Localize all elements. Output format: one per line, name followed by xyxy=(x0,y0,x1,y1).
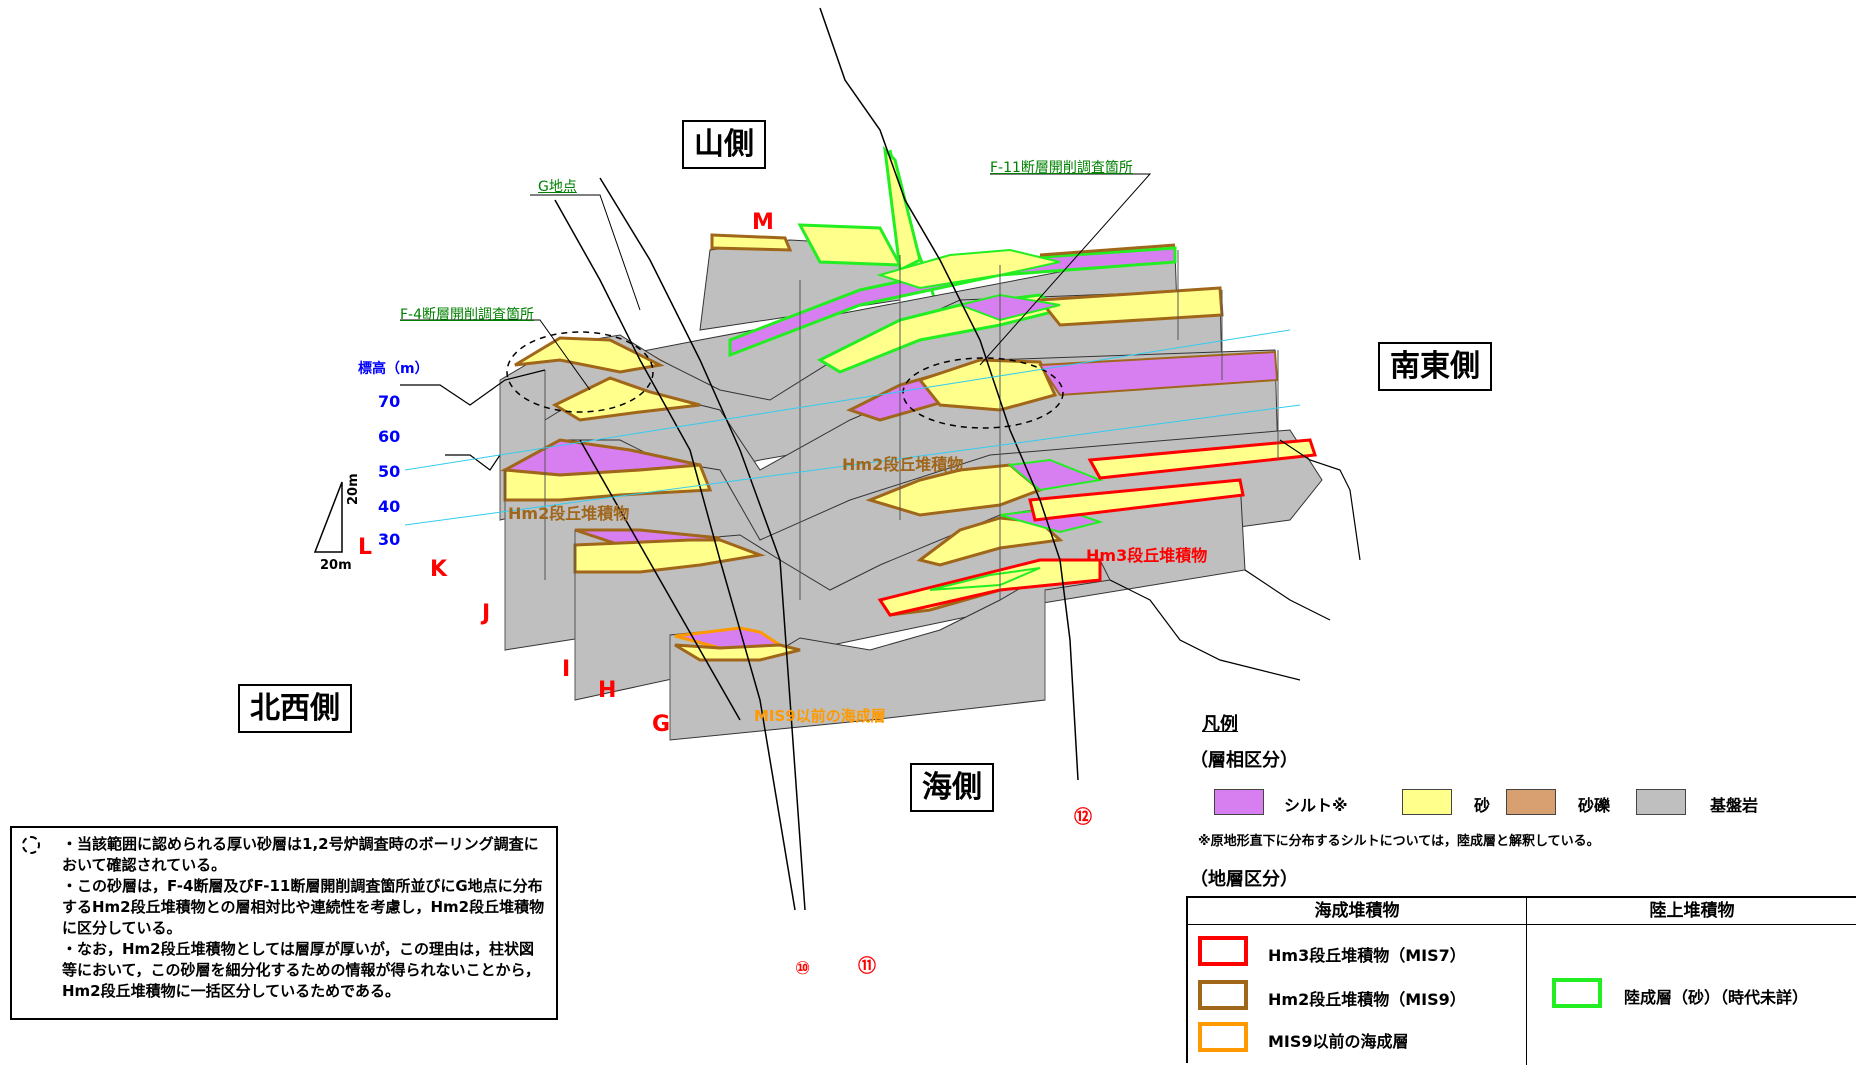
section-label-j: J xyxy=(482,601,491,626)
swatch-hm2 xyxy=(1198,980,1248,1010)
note-text-2: ・この砂層は，F-4断層及びF-11断層開削調査箇所並びにG地点に分布するHm2… xyxy=(62,877,545,937)
fault-lines xyxy=(554,7,1079,911)
direction-northwest: 北西側 xyxy=(238,684,352,733)
note-row-1: ・当該範囲に認められる厚い砂層は1,2号炉調査時のボーリング調査において確認され… xyxy=(22,834,548,876)
elevation-tick-70: 70 xyxy=(378,392,401,411)
swatch-sand-label: 砂 xyxy=(1474,796,1491,815)
dashed-ellipse-f4 xyxy=(506,331,654,413)
note-text-3: ・なお，Hm2段丘堆積物としては層厚が厚いが，この理由は，柱状図等において，この… xyxy=(62,940,541,1000)
swatch-bedrock xyxy=(1636,789,1686,815)
note-box: ・当該範囲に認められる厚い砂層は1,2号炉調査時のボーリング調査において確認され… xyxy=(10,826,558,1020)
direction-sea: 海側 xyxy=(910,763,994,812)
strat-land-header: 陸上堆積物 xyxy=(1649,901,1735,921)
scale-vertical-label: 20m xyxy=(346,473,361,505)
section-label-m: M xyxy=(752,210,774,235)
section-label-k: K xyxy=(430,557,448,582)
swatch-hm2-label: Hm2段丘堆積物（MIS9） xyxy=(1268,990,1466,1009)
swatch-mis9 xyxy=(1198,1022,1248,1052)
swatch-silt-label: シルト※ xyxy=(1284,796,1348,815)
note-row-3: ・なお，Hm2段丘堆積物としては層厚が厚いが，この理由は，柱状図等において，この… xyxy=(22,939,548,1002)
elevation-tick-50: 50 xyxy=(378,462,401,481)
direction-mountain: 山側 xyxy=(682,120,766,169)
swatch-gravel xyxy=(1506,789,1556,815)
strat-marine-header: 海成堆積物 xyxy=(1314,901,1400,921)
section-label-g: G xyxy=(652,712,671,737)
callout-g-point: G地点 xyxy=(538,179,577,195)
deposit-label-mis9: MIS9以前の海成層 xyxy=(754,707,886,725)
callout-f4: F-4断層開削調査箇所 xyxy=(400,307,535,323)
section-panel-g xyxy=(669,557,1111,741)
swatch-gravel-label: 砂礫 xyxy=(1578,796,1611,815)
note-row-2: ・この砂層は，F-4断層及びF-11断層開削調査箇所並びにG地点に分布するHm2… xyxy=(22,876,548,939)
direction-southeast: 南東側 xyxy=(1378,342,1492,391)
swatch-hm3-label: Hm3段丘堆積物（MIS7） xyxy=(1268,946,1466,965)
elevation-tick-60: 60 xyxy=(378,427,401,446)
legend-facies-title: （層相区分） xyxy=(1190,750,1298,771)
swatch-hm3 xyxy=(1198,936,1248,966)
borehole-label-12: ⑫ xyxy=(1074,807,1092,828)
swatch-mis9-label: MIS9以前の海成層 xyxy=(1268,1032,1409,1051)
section-label-i: I xyxy=(562,657,571,682)
section-label-h: H xyxy=(598,678,617,703)
deposit-label-hm3: Hm3段丘堆積物 xyxy=(1086,546,1208,565)
swatch-silt xyxy=(1214,789,1264,815)
elevation-tick-40: 40 xyxy=(378,497,401,516)
legend: 凡例 （層相区分） シルト※ 砂 砂礫 基盤岩 ※原地形直下に分布するシルトにつ… xyxy=(1180,700,1856,1065)
scale-triangle xyxy=(313,481,343,553)
terrain-lines xyxy=(400,369,1361,681)
swatch-bedrock-label: 基盤岩 xyxy=(1710,796,1759,815)
swatch-land xyxy=(1552,978,1602,1008)
deposit-label-hm2-left: Hm2段丘堆積物 xyxy=(508,504,630,523)
facies-note: ※原地形直下に分布するシルトについては，陸成層と解釈している。 xyxy=(1198,834,1600,849)
dashed-circle-icon xyxy=(22,836,40,854)
borehole-label-11: ⑪ xyxy=(858,956,876,977)
legend-title: 凡例 xyxy=(1202,714,1238,735)
legend-strat-title: （地層区分） xyxy=(1190,869,1298,890)
callout-leaders xyxy=(400,173,1152,391)
note-text-1: ・当該範囲に認められる厚い砂層は1,2号炉調査時のボーリング調査において確認され… xyxy=(62,835,539,874)
fence-edges xyxy=(499,250,1279,740)
strat-table: 海成堆積物 陸上堆積物 Hm3段丘堆積物（MIS7） Hm2段丘堆積物（MIS9… xyxy=(1186,896,1856,1065)
scale-horizontal-label: 20m xyxy=(320,558,352,573)
deposit-label-hm2-center: Hm2段丘堆積物 xyxy=(842,455,964,474)
callout-f11: F-11断層開削調査箇所 xyxy=(990,160,1133,176)
swatch-sand xyxy=(1402,789,1452,815)
borehole-label-10: ⑩ xyxy=(795,958,811,979)
swatch-land-label: 陸成層（砂）（時代未詳） xyxy=(1624,988,1809,1007)
elevation-tick-30: 30 xyxy=(378,530,401,549)
elevation-guides xyxy=(404,329,1301,526)
elevation-title: 標高（m） xyxy=(358,361,429,377)
section-label-l: L xyxy=(358,535,373,560)
dashed-ellipse-f11 xyxy=(902,357,1064,429)
